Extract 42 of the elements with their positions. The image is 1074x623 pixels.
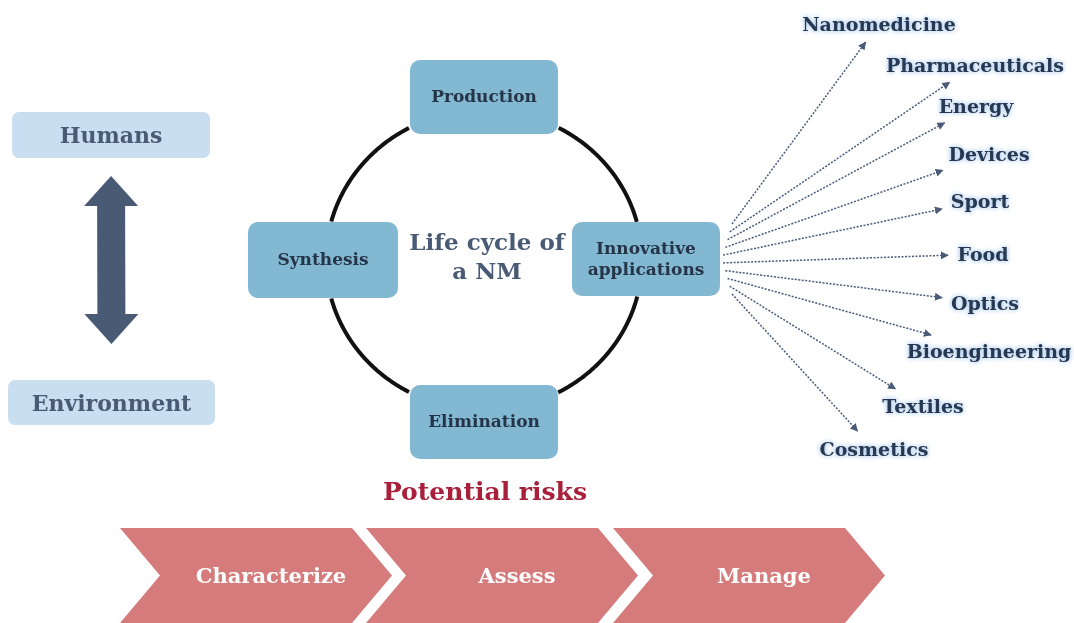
box-label: Assess (477, 563, 556, 588)
application-label: Cosmetics (819, 438, 929, 460)
application-label: Food (957, 243, 1009, 265)
application-label: Textiles (882, 395, 964, 417)
application-label: Sport (950, 190, 1010, 212)
application-label: Bioengineering (906, 340, 1072, 362)
arrow (729, 81, 951, 233)
box-label: Manage (716, 563, 811, 588)
application-label: Pharmaceuticals (885, 54, 1065, 76)
box-label: Characterize (194, 563, 347, 588)
arrow (724, 168, 944, 249)
category-box (8, 380, 215, 425)
connector-line (557, 295, 640, 395)
heading: Potential risks (382, 476, 588, 508)
life-cycle-box (410, 60, 558, 134)
arrow (724, 269, 943, 301)
arrow (722, 206, 943, 256)
application-label: Devices (948, 143, 1030, 165)
box-label: Elimination (428, 411, 540, 433)
box-label: Humans (59, 122, 163, 148)
arrow (731, 293, 859, 432)
arrow (729, 285, 897, 390)
box-label: Innovative applications (586, 237, 706, 281)
arrow (726, 122, 946, 241)
application-label: Nanomedicine (802, 13, 956, 35)
arrow (731, 41, 867, 225)
arrow (722, 251, 949, 264)
box-label: Environment (31, 389, 192, 416)
life-cycle-box (248, 222, 398, 298)
arrow (726, 277, 932, 337)
double-arrow (84, 176, 139, 344)
box-label: Production (431, 86, 537, 108)
life-cycle-box (410, 385, 558, 459)
box-label: Synthesis (277, 249, 369, 271)
application-label: Optics (950, 292, 1020, 314)
life-cycle-box (572, 222, 720, 296)
connector-line (557, 126, 639, 223)
connector-line (329, 297, 410, 394)
connector-line (329, 126, 410, 223)
title-label: Life cycle of a NM (408, 228, 567, 286)
application-label: Energy (938, 95, 1014, 117)
category-box (12, 112, 210, 158)
